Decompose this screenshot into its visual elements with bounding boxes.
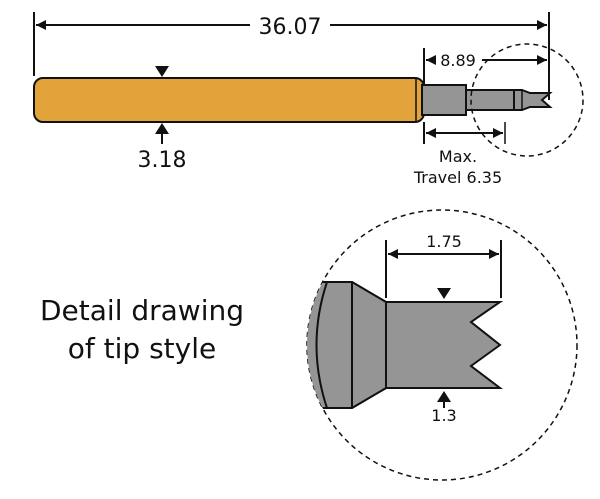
overall-length-dimension: 36.07 — [33, 12, 550, 100]
max-travel-dimension: Max. Travel 6.35 — [413, 122, 506, 187]
tip-diameter-arrow-bottom — [437, 391, 451, 402]
detail-callout-circle — [470, 43, 584, 157]
detail-caption: Detail drawing of tip style — [22, 292, 262, 368]
tip-length-dimension: 8.89 — [423, 48, 550, 84]
tip-detail-outline — [315, 281, 504, 409]
overall-length-label: 36.07 — [259, 15, 322, 40]
caption-line-1: Detail drawing — [39, 294, 245, 327]
tip-detail-length-dimension: 1.75 — [385, 232, 502, 298]
probe-barrel — [33, 77, 425, 123]
probe-plunger — [421, 84, 553, 116]
max-travel-label-line2: Travel 6.35 — [413, 168, 502, 187]
tip-detail-diameter-label: 1.3 — [431, 406, 456, 425]
tip-detail-diameter-dimension: 1.3 — [431, 288, 457, 425]
tip-detail-length-label: 1.75 — [426, 232, 462, 251]
caption-line-2: of tip style — [67, 332, 217, 365]
tip-crown — [385, 301, 504, 389]
diameter-arrow-top — [155, 66, 169, 77]
max-travel-label-line1: Max. — [439, 147, 477, 166]
barrel-diameter-label: 3.18 — [138, 148, 187, 173]
tip-diameter-arrow-top — [437, 288, 451, 299]
barrel-diameter-dimension: 3.18 — [138, 66, 187, 173]
diameter-arrow-bottom — [155, 123, 169, 134]
tip-length-label: 8.89 — [440, 51, 476, 70]
